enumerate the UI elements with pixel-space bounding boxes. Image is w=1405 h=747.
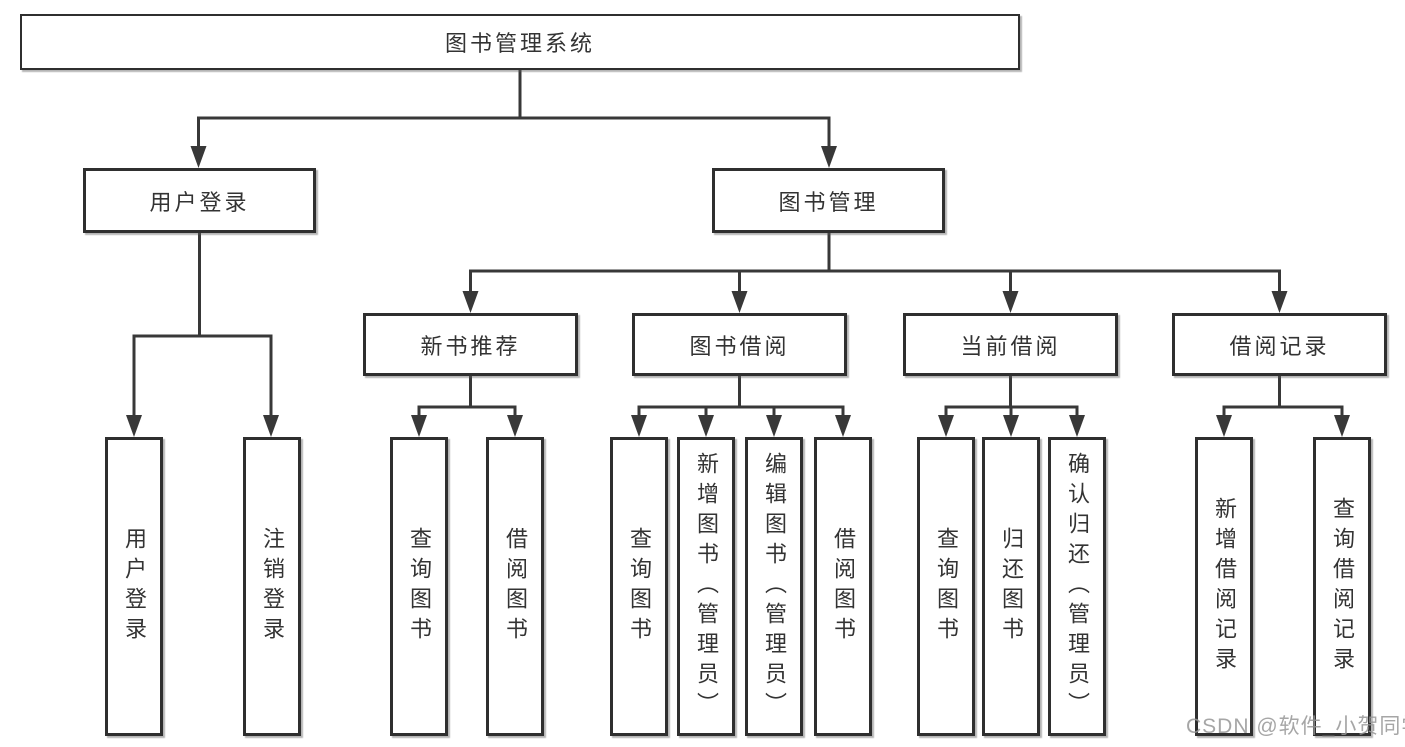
leaf-borrowing-query-books: 查询图书 xyxy=(610,437,668,736)
leaf-current-confirm-return-admin: 确认归还（管理员） xyxy=(1048,437,1106,736)
leaf-logout: 注销登录 xyxy=(243,437,301,736)
node-book-management: 图书管理 xyxy=(712,168,945,233)
leaf-recommend-query-books: 查询图书 xyxy=(390,437,448,736)
node-user-login: 用户登录 xyxy=(83,168,316,233)
node-current-borrowing: 当前借阅 xyxy=(903,313,1118,376)
leaf-borrowing-add-books-admin: 新增图书（管理员） xyxy=(677,437,735,736)
leaf-recommend-borrow-books: 借阅图书 xyxy=(486,437,544,736)
node-borrowing-records: 借阅记录 xyxy=(1172,313,1387,376)
leaf-current-query-books: 查询图书 xyxy=(917,437,975,736)
node-new-book-recommend: 新书推荐 xyxy=(363,313,578,376)
leaf-current-return-books: 归还图书 xyxy=(982,437,1040,736)
leaf-user-login: 用户登录 xyxy=(105,437,163,736)
csdn-watermark: CSDN @软件_小贺同学 xyxy=(1186,715,1405,738)
node-root: 图书管理系统 xyxy=(20,14,1020,70)
leaf-borrowing-edit-books-admin: 编辑图书（管理员） xyxy=(745,437,803,736)
leaf-records-add-record: 新增借阅记录 xyxy=(1195,437,1253,736)
leaf-borrowing-borrow-books: 借阅图书 xyxy=(814,437,872,736)
leaf-records-query-record: 查询借阅记录 xyxy=(1313,437,1371,736)
node-book-borrowing: 图书借阅 xyxy=(632,313,847,376)
